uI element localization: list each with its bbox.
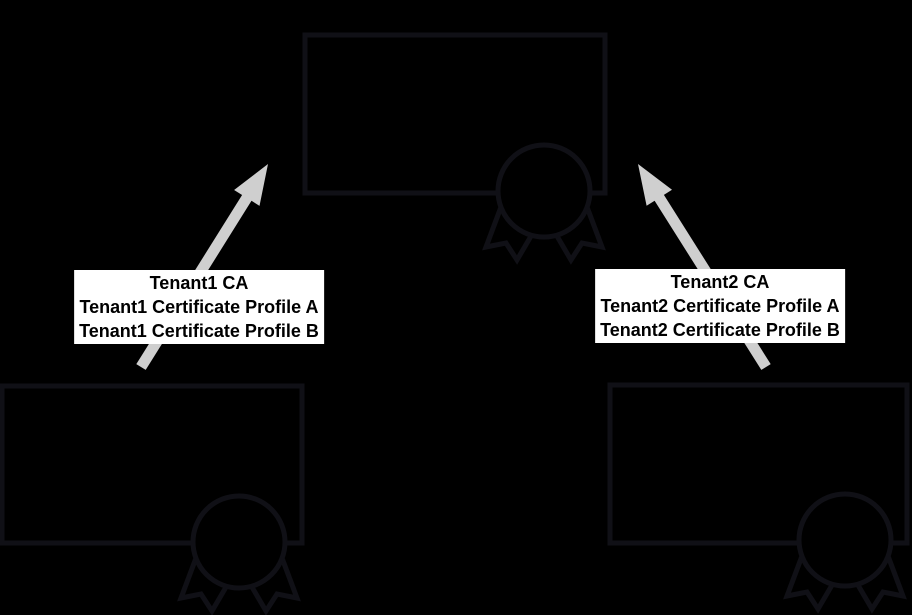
tenant2-label: Tenant2 CA Tenant2 Certificate Profile A… bbox=[595, 269, 845, 343]
tenant1-label: Tenant1 CA Tenant1 Certificate Profile A… bbox=[74, 270, 324, 344]
tenant1-profile-b-line: Tenant1 Certificate Profile B bbox=[79, 321, 319, 341]
tenant2-profile-a-line: Tenant2 Certificate Profile A bbox=[600, 296, 840, 316]
certificate-seal-icon bbox=[787, 494, 903, 609]
certificate-seal-icon bbox=[181, 496, 297, 611]
tenant1-certificate-box bbox=[0, 383, 305, 546]
certificate-seal-icon bbox=[486, 145, 602, 260]
tenant1-ca-line: Tenant1 CA bbox=[149, 273, 249, 293]
tenant2-ca-line: Tenant2 CA bbox=[670, 272, 770, 292]
tenant2-profile-b-line: Tenant2 Certificate Profile B bbox=[600, 320, 840, 340]
tenant1-profile-a-line: Tenant1 Certificate Profile A bbox=[79, 297, 319, 317]
tenant2-certificate-box bbox=[607, 382, 910, 546]
top-ca-certificate-box bbox=[302, 32, 608, 196]
